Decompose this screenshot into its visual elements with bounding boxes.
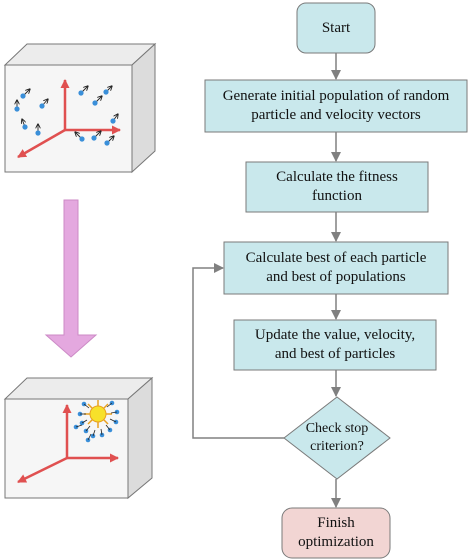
update-label: Update the value, velocity, and best of …: [254, 327, 416, 362]
best-particle-label: Calculate best of each particle and best…: [245, 250, 427, 285]
stop-criterion-label: Check stop criterion?: [305, 421, 369, 454]
down-arrow-icon: [44, 199, 98, 358]
generate-population-label: Generate initial population of random pa…: [222, 88, 450, 123]
generate-population-node: [204, 79, 468, 133]
initial-particles-cube-icon: [3, 42, 157, 174]
update-node: [233, 319, 437, 371]
flow-connectors: [192, 53, 341, 508]
converged-particles-cube-icon: [3, 376, 154, 500]
best-particle-node: [223, 241, 449, 295]
fitness-label: Calculate the fitness function: [276, 169, 398, 204]
finish-label: Finish optimization: [298, 515, 374, 550]
stop-criterion-decision: [283, 396, 391, 480]
fitness-node: [245, 161, 429, 213]
finish-node: [281, 507, 391, 559]
start-label: Start: [321, 19, 351, 36]
